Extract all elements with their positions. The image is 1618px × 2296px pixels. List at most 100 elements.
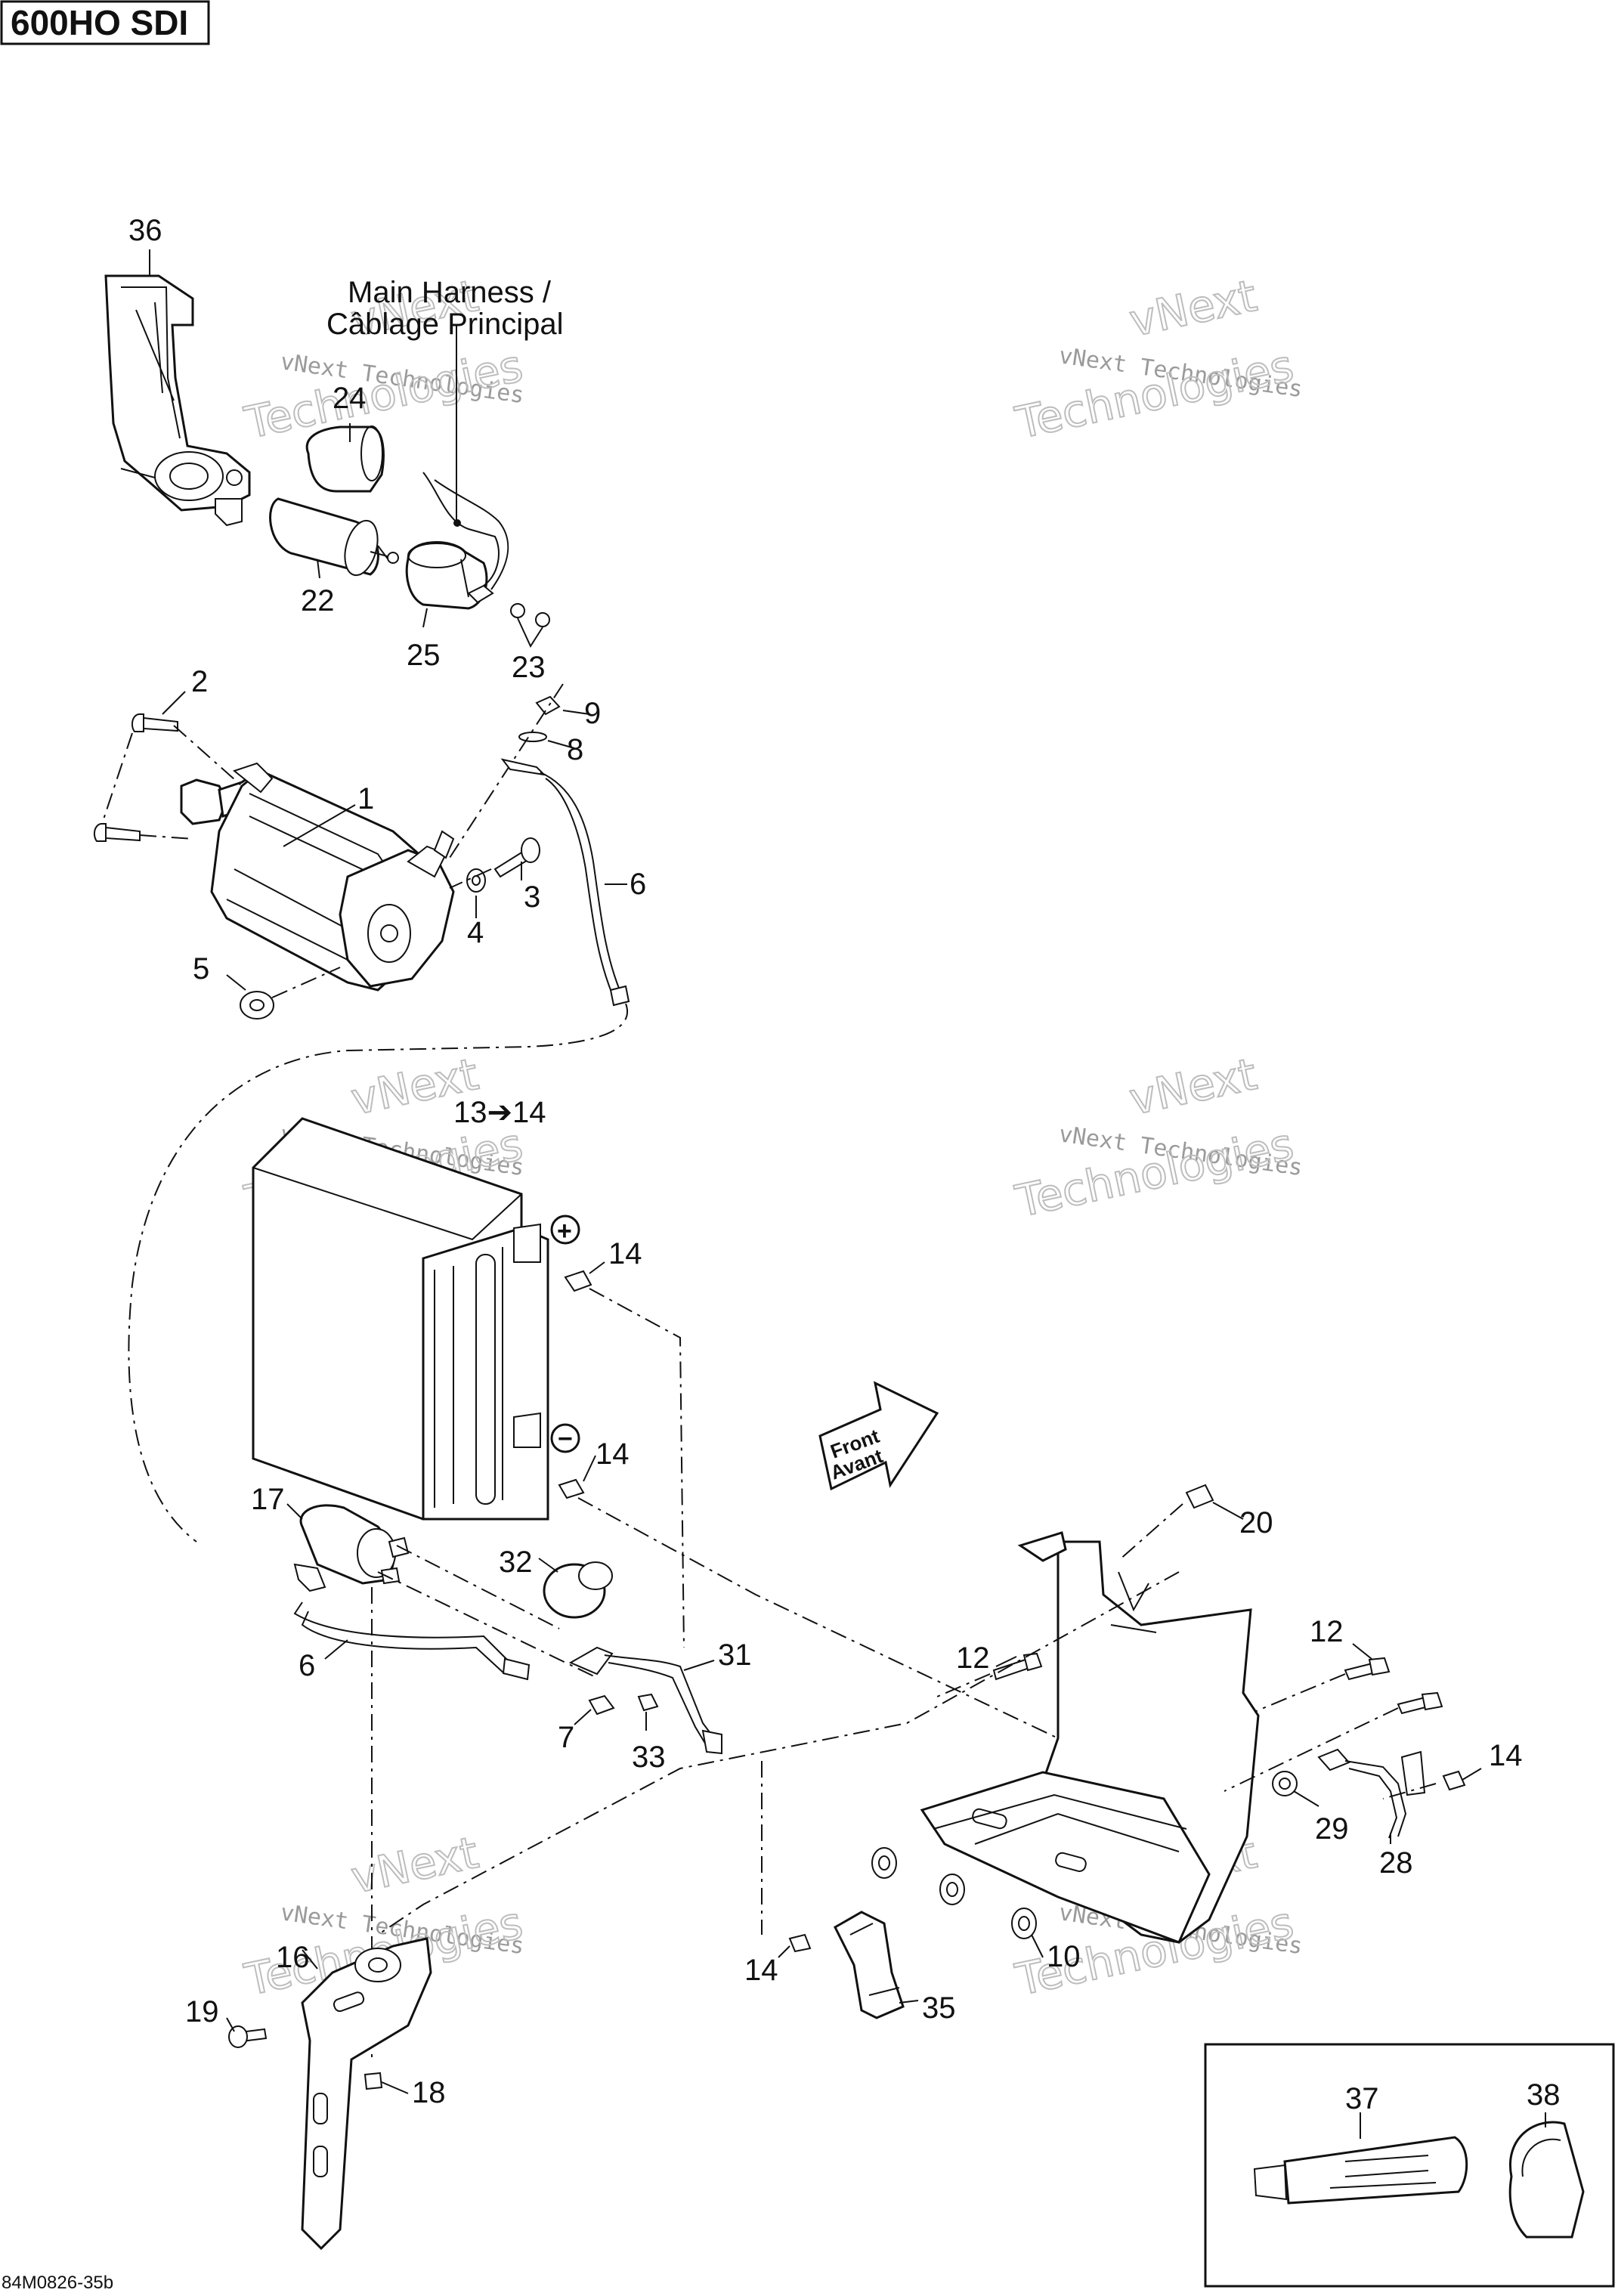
callout-22: 22 — [301, 584, 335, 617]
part-16-ground-bracket — [301, 1937, 432, 2251]
part-1-starter-motor — [180, 762, 455, 992]
callout-12-right: 12 — [1310, 1615, 1344, 1648]
callout-29: 29 — [1315, 1812, 1349, 1846]
callout-labels: 36 24 22 25 23 2 9 8 1 6 3 4 5 14 14 17 … — [128, 214, 1561, 2115]
part-2-bolt-lower — [93, 823, 141, 842]
part-10-grommets — [871, 1847, 1037, 1939]
part-9-nut — [535, 695, 561, 716]
main-harness-label-fr: Câblage Principal — [326, 308, 564, 341]
svg-text:−: − — [558, 1425, 573, 1453]
callout-25: 25 — [407, 639, 441, 672]
callout-6-lower: 6 — [299, 1649, 315, 1682]
positive-terminal-symbol: + — [550, 1215, 580, 1245]
part-37-tube — [1253, 2136, 1468, 2205]
dash-solenoid-b — [377, 1571, 598, 1679]
callout-7: 7 — [558, 1721, 574, 1754]
model-title: 600HO SDI — [11, 3, 188, 42]
callout-8: 8 — [567, 733, 583, 766]
callout-31: 31 — [718, 1638, 752, 1672]
part-6-cable-upper — [500, 758, 630, 1007]
kit-box — [1204, 2043, 1615, 2288]
svg-text:vNext: vNext — [1125, 270, 1261, 347]
callout-36: 36 — [128, 214, 162, 247]
part-35-boot — [834, 1911, 905, 2019]
part-25-clamp — [405, 541, 488, 610]
part-14-nut-tray — [1442, 1770, 1466, 1791]
callout-23: 23 — [512, 651, 546, 684]
part-12-bolt-c — [1397, 1691, 1443, 1715]
callout-28: 28 — [1379, 1846, 1413, 1880]
part-8-washer — [518, 732, 547, 742]
callout-5: 5 — [193, 952, 209, 986]
part-20-nut — [1185, 1484, 1214, 1509]
svg-text:vNext: vNext — [1125, 1048, 1261, 1125]
callout-19: 19 — [185, 1995, 219, 2028]
callout-range-13-14: 13➔14 — [453, 1096, 546, 1129]
dash-negative-link — [577, 1497, 1059, 1739]
callout-35: 35 — [922, 1991, 956, 2025]
callout-9: 9 — [584, 697, 601, 730]
callout-33: 33 — [632, 1741, 666, 1774]
dash-nut-14-tray — [1382, 1783, 1437, 1799]
part-3-bolt — [493, 837, 540, 878]
callout-24: 24 — [333, 382, 367, 415]
callout-10: 10 — [1047, 1940, 1081, 1973]
part-32-cap — [543, 1561, 613, 1619]
main-harness-wire — [422, 325, 509, 590]
dash-upper-bolt — [173, 725, 243, 787]
dash-solenoid-a — [396, 1545, 560, 1629]
dash-lower-bolt — [139, 834, 193, 840]
callout-14-positive: 14 — [608, 1237, 642, 1270]
dash-bolt-3 — [449, 868, 492, 889]
part-14-nut-positive — [564, 1270, 592, 1292]
svg-text:+: + — [557, 1217, 572, 1245]
callout-20: 20 — [1239, 1506, 1273, 1539]
callout-38: 38 — [1527, 2078, 1561, 2112]
callout-2: 2 — [191, 665, 208, 698]
battery-tray — [920, 1531, 1260, 1944]
callout-3: 3 — [524, 880, 540, 914]
part-7-nut — [588, 1694, 615, 1716]
callout-14-lower: 14 — [744, 1954, 778, 1987]
svg-text:vNext: vNext — [347, 1827, 483, 1904]
part-17-solenoid — [293, 1504, 410, 1592]
dash-bolt-link — [101, 732, 133, 825]
callout-1: 1 — [357, 782, 374, 815]
part-29-lockwasher — [1272, 1771, 1298, 1796]
part-36-bracket — [104, 274, 251, 527]
model-header: 600HO SDI — [0, 0, 210, 45]
part-2-bolt-upper — [131, 713, 178, 732]
callout-17: 17 — [251, 1483, 285, 1516]
callout-14-negative: 14 — [596, 1437, 630, 1471]
part-6-cable-lower — [293, 1601, 531, 1681]
part-33-nut — [637, 1693, 659, 1712]
dash-bolt-12a — [936, 1673, 991, 1697]
part-12-bolt-b — [1344, 1657, 1391, 1681]
callout-18: 18 — [412, 2076, 446, 2109]
callout-16: 16 — [276, 1941, 310, 1974]
dash-ground-bracket — [377, 1571, 1180, 1936]
callout-12-left: 12 — [956, 1642, 990, 1675]
main-harness-label: Main Harness / Câblage Principal — [326, 276, 564, 341]
part-19-bolt — [228, 2025, 268, 2048]
part-14-nut-lower — [788, 1933, 812, 1953]
callout-14-tray: 14 — [1489, 1739, 1523, 1772]
part-23-screws — [467, 584, 550, 648]
dash-nut-20 — [1118, 1503, 1183, 1561]
part-4-washer — [466, 868, 486, 893]
part-14-nut-negative — [558, 1478, 585, 1499]
battery-13 — [252, 1117, 549, 1521]
part-28-cable — [1317, 1748, 1426, 1839]
front-direction-arrow: Front Avant — [818, 1381, 939, 1491]
part-38-clip — [1508, 2121, 1585, 2239]
dash-washer-5 — [271, 967, 341, 998]
dash-bolt-12c — [1224, 1707, 1399, 1792]
callout-37: 37 — [1345, 2082, 1379, 2115]
negative-terminal-symbol: − — [550, 1423, 580, 1453]
part-22-capacitor — [269, 497, 399, 577]
part-31-cable — [568, 1646, 722, 1755]
callout-4: 4 — [467, 916, 484, 949]
drawing-code: 84M0826-35b — [2, 2273, 113, 2293]
watermark-mid-right: vNext Technologies vNext Technologies — [1010, 1047, 1304, 1228]
